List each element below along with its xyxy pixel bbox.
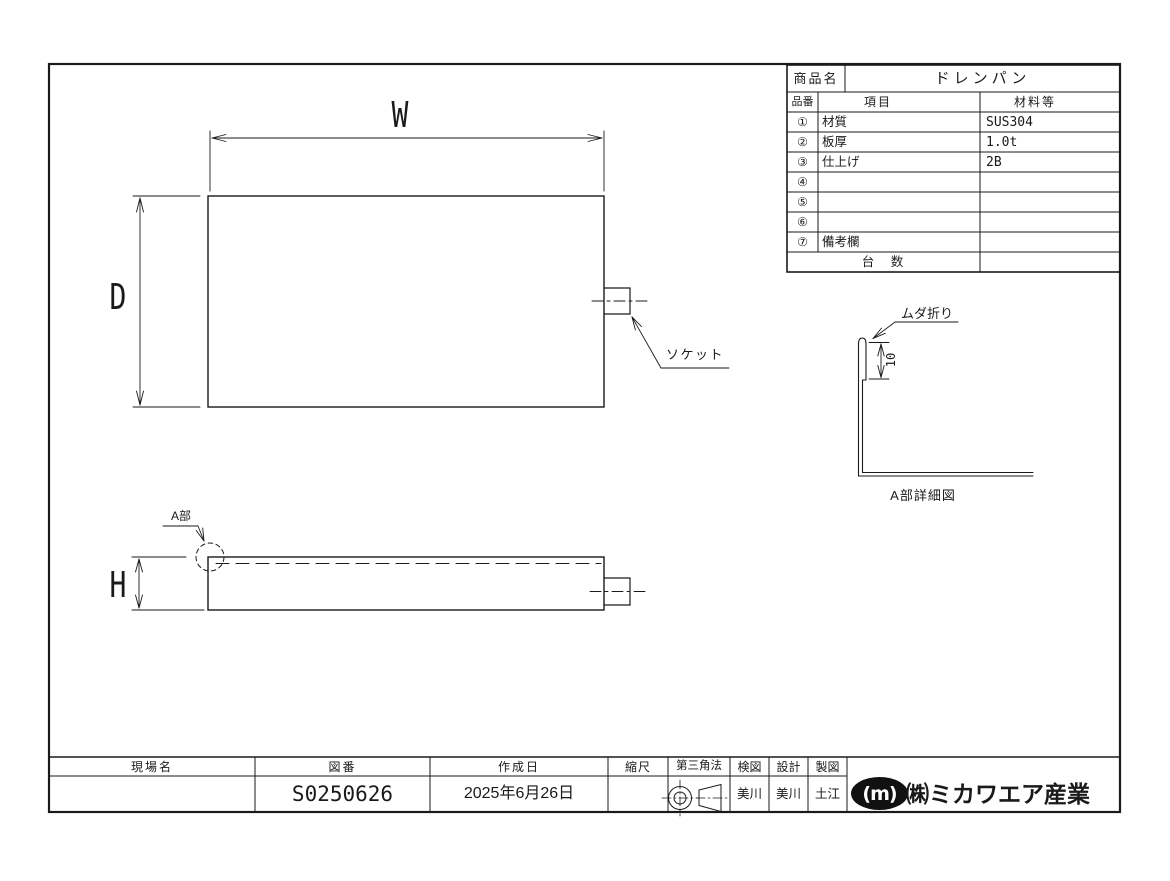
dimension-label-depth: D: [109, 277, 127, 318]
spec-row-material: [986, 172, 1116, 192]
design-value: 美川: [775, 786, 801, 801]
drawing-no-label: 図番: [328, 759, 357, 774]
dimension-label-width: W: [391, 95, 409, 136]
dimension-label-height: H: [109, 565, 127, 606]
created-date-label: 作成日: [497, 759, 540, 774]
hem-label: ムダ折り: [900, 305, 953, 321]
spec-row-material: [986, 212, 1116, 232]
draft-label: 製図: [815, 759, 840, 774]
socket-leader: [631, 316, 730, 369]
hem-leader: [872, 321, 959, 339]
drawing-frame: [47, 62, 1122, 814]
company-logo-icon: (m): [851, 777, 908, 810]
spec-table-grid: [786, 64, 1121, 273]
spec-col-no: 品番: [791, 95, 814, 108]
spec-row-no: ①: [797, 115, 808, 129]
check-label: 検図: [737, 759, 762, 774]
socket-label: ソケット: [665, 347, 724, 362]
detail-view-caption: A部詳細図: [890, 487, 956, 503]
scale-label: 縮尺: [624, 759, 651, 774]
scale-value: [608, 776, 668, 812]
site-label: 現場名: [130, 759, 173, 774]
drawing-no-value: S0250626: [291, 781, 394, 806]
title-block-grid: [48, 756, 1121, 813]
spec-row-material: [986, 192, 1116, 212]
spec-row-material: 1.0t: [986, 134, 1018, 150]
quantity-label: 台 数: [861, 254, 906, 269]
spec-row-no: ②: [797, 135, 808, 149]
spec-row-no: ③: [797, 155, 808, 169]
plan-depth-dimension: [132, 195, 201, 408]
spec-row-item: 材質: [822, 114, 848, 129]
quantity-value: [986, 252, 1116, 272]
spec-row-material: SUS304: [986, 114, 1033, 130]
site-value: [49, 776, 255, 812]
projection-label: 第三角法: [676, 759, 722, 772]
product-name-value: ドレンパン: [934, 70, 1031, 87]
spec-row-material: 2B: [986, 154, 1002, 170]
plan-width-dimension: [209, 130, 605, 192]
detail-ref-label: A部: [170, 509, 191, 523]
spec-row-no: ④: [797, 175, 808, 189]
detail-view-profile: [857, 337, 1034, 477]
spec-row-item: 仕上げ: [822, 154, 860, 169]
created-date-value: 2025年6月26日: [463, 785, 575, 802]
detail-hem-dimension: [868, 342, 890, 380]
hem-depth-dimension: 10: [884, 352, 898, 368]
spec-row-item: 板厚: [822, 134, 848, 149]
product-name-label: 商品名: [793, 71, 839, 86]
check-value: 美川: [736, 786, 762, 801]
third-angle-projection-icon: [661, 779, 728, 817]
spec-col-material: 材料等: [1013, 95, 1056, 109]
draft-value: 土江: [814, 786, 840, 801]
spec-row-no: ⑤: [797, 195, 808, 209]
spec-row-no: ⑦: [797, 235, 808, 249]
side-view-outline: [207, 556, 649, 611]
side-height-dimension: [131, 556, 205, 611]
plan-view-outline: [207, 195, 648, 408]
spec-row-item: [822, 212, 972, 232]
spec-row-material: [986, 232, 1116, 252]
spec-row-item: 備考欄: [822, 234, 860, 249]
company-name: ㈱ミカワエア産業: [906, 780, 1090, 807]
spec-row-item: [822, 172, 972, 192]
design-label: 設計: [776, 759, 801, 774]
spec-row-item: [822, 192, 972, 212]
spec-col-item: 項目: [863, 95, 892, 109]
company-logo-mark-text: (m): [862, 782, 897, 805]
detail-callout-circle: [162, 525, 225, 572]
spec-row-no: ⑥: [797, 215, 808, 229]
